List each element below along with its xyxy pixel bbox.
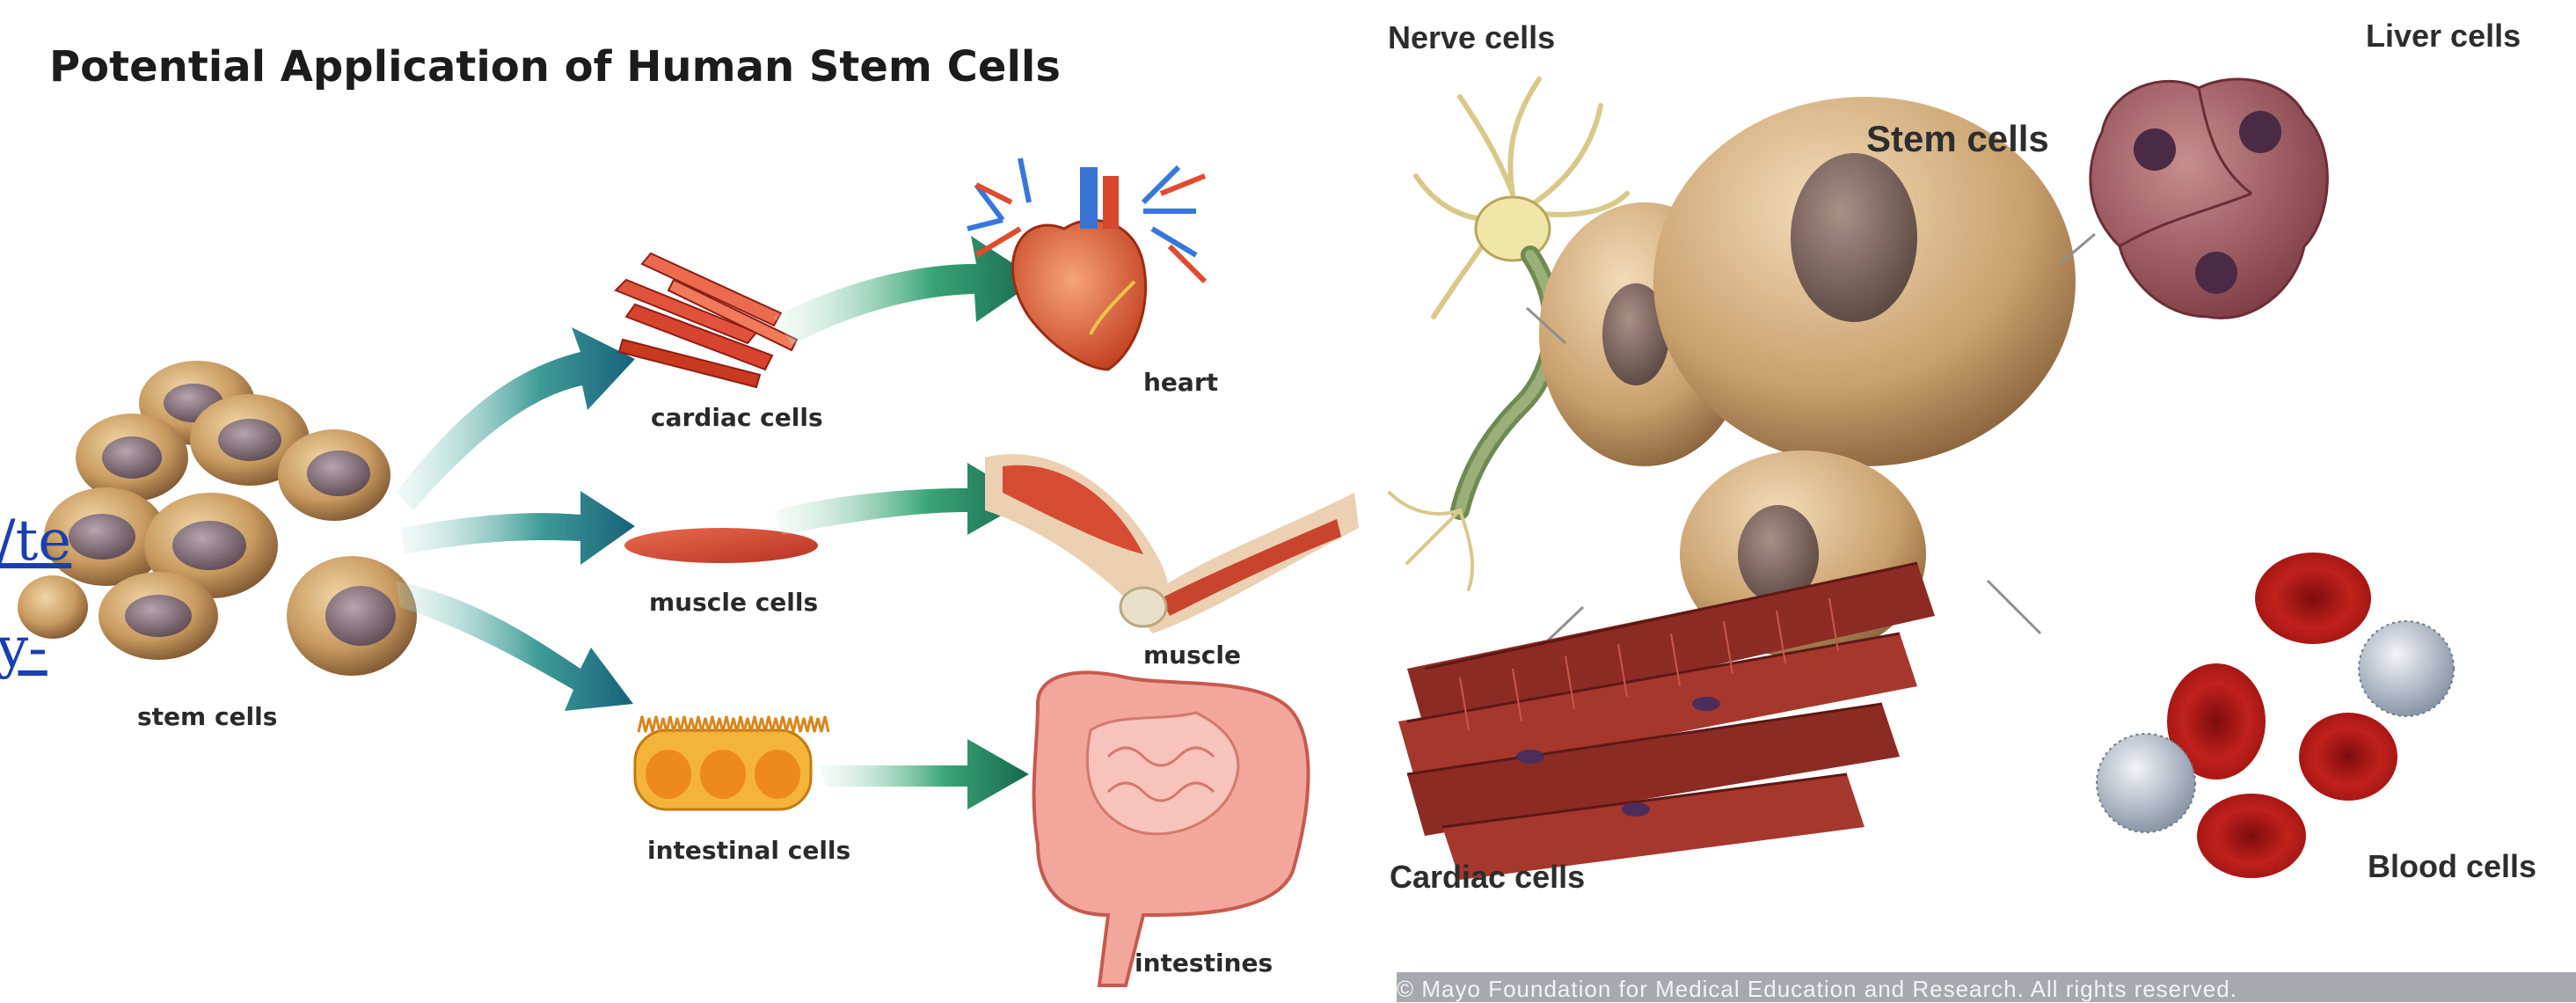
muscle-label: muscle — [1143, 641, 1241, 670]
heart-label: heart — [1143, 368, 1218, 397]
intestines-illustration — [1034, 672, 1309, 985]
stem-cell-applications-panel: Potential Application of Human Stem Cell… — [0, 0, 1372, 1002]
intestinal-cells-label: intestinal cells — [647, 836, 850, 865]
differentiation-arrows — [396, 327, 635, 711]
stem-cells-label: stem cells — [137, 702, 277, 731]
stem-cells-title-label: Stem cells — [1866, 118, 2049, 160]
hyperlink-fragment-top[interactable]: /te — [0, 509, 71, 574]
blood-cells-label: Blood cells — [2368, 848, 2536, 885]
arrow-to-intestines — [818, 739, 1029, 809]
muscle-cells-label: muscle cells — [649, 588, 818, 617]
arrow-to-muscle-cells — [400, 491, 635, 565]
copyright-bar: © Mayo Foundation for Medical Education … — [1397, 972, 2576, 1002]
nerve-cells-label: Nerve cells — [1388, 19, 1555, 56]
intestinal-cells-illustration — [635, 716, 828, 809]
hyperlink-fragment-bottom[interactable]: y- — [0, 616, 47, 681]
copyright-text: © Mayo Foundation for Medical Education … — [1397, 976, 2237, 1003]
cardiac-cells-illustration — [616, 253, 797, 387]
stem-cell-cluster — [18, 361, 417, 676]
liver-cells-label: Liver cells — [2366, 18, 2521, 55]
arrow-to-heart — [774, 236, 1038, 345]
cardiac-muscle-illustration — [1398, 563, 1935, 880]
intestines-label: intestines — [1135, 948, 1273, 977]
muscle-organ-illustration — [985, 454, 1359, 633]
stem-cells-illustration — [1539, 97, 2076, 658]
arrow-to-cardiac-cells — [396, 327, 635, 510]
cardiac-cells-label: Cardiac cells — [1390, 859, 1585, 896]
liver-cells-illustration — [2091, 79, 2328, 318]
stem-cell-types-panel: Nerve cells Liver cells Stem cells Cardi… — [1372, 0, 2576, 1002]
arrow-to-intestinal-cells — [396, 581, 633, 711]
blood-cells-illustration — [2097, 553, 2454, 878]
cardiac-cells-label: cardiac cells — [651, 403, 823, 432]
